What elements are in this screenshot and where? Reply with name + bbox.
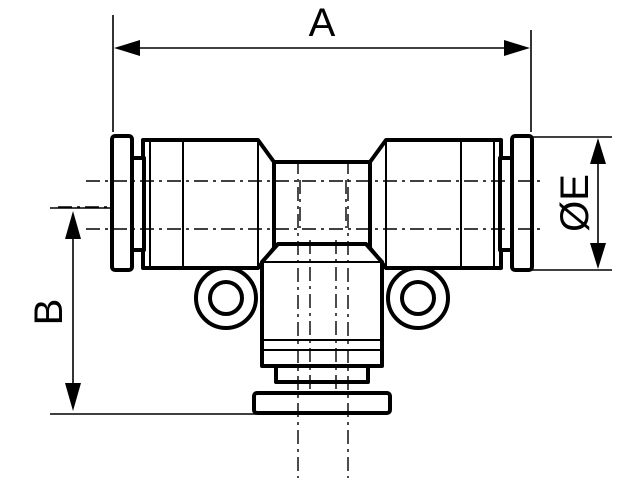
dimension-b: B	[27, 207, 256, 415]
dimension-e-label: ØE	[553, 174, 597, 232]
right-run-arm	[368, 134, 534, 272]
tube-port-branch	[252, 391, 392, 415]
dimension-b-label: B	[27, 299, 71, 326]
mounting-ear-right	[386, 266, 450, 330]
dimension-e: ØE	[531, 136, 612, 271]
branch-arm	[252, 242, 392, 415]
internal-bores	[299, 180, 347, 392]
left-run-arm	[110, 134, 276, 272]
tee-fitting-body	[110, 134, 534, 415]
dimension-a: A	[112, 1, 532, 132]
mounting-ear-left	[194, 266, 258, 330]
tube-port-right	[510, 134, 534, 272]
release-collar-branch	[274, 364, 370, 384]
central-body	[271, 160, 375, 250]
tube-port-left	[110, 134, 134, 272]
center-lines	[58, 160, 540, 478]
dimension-a-label: A	[309, 1, 336, 45]
